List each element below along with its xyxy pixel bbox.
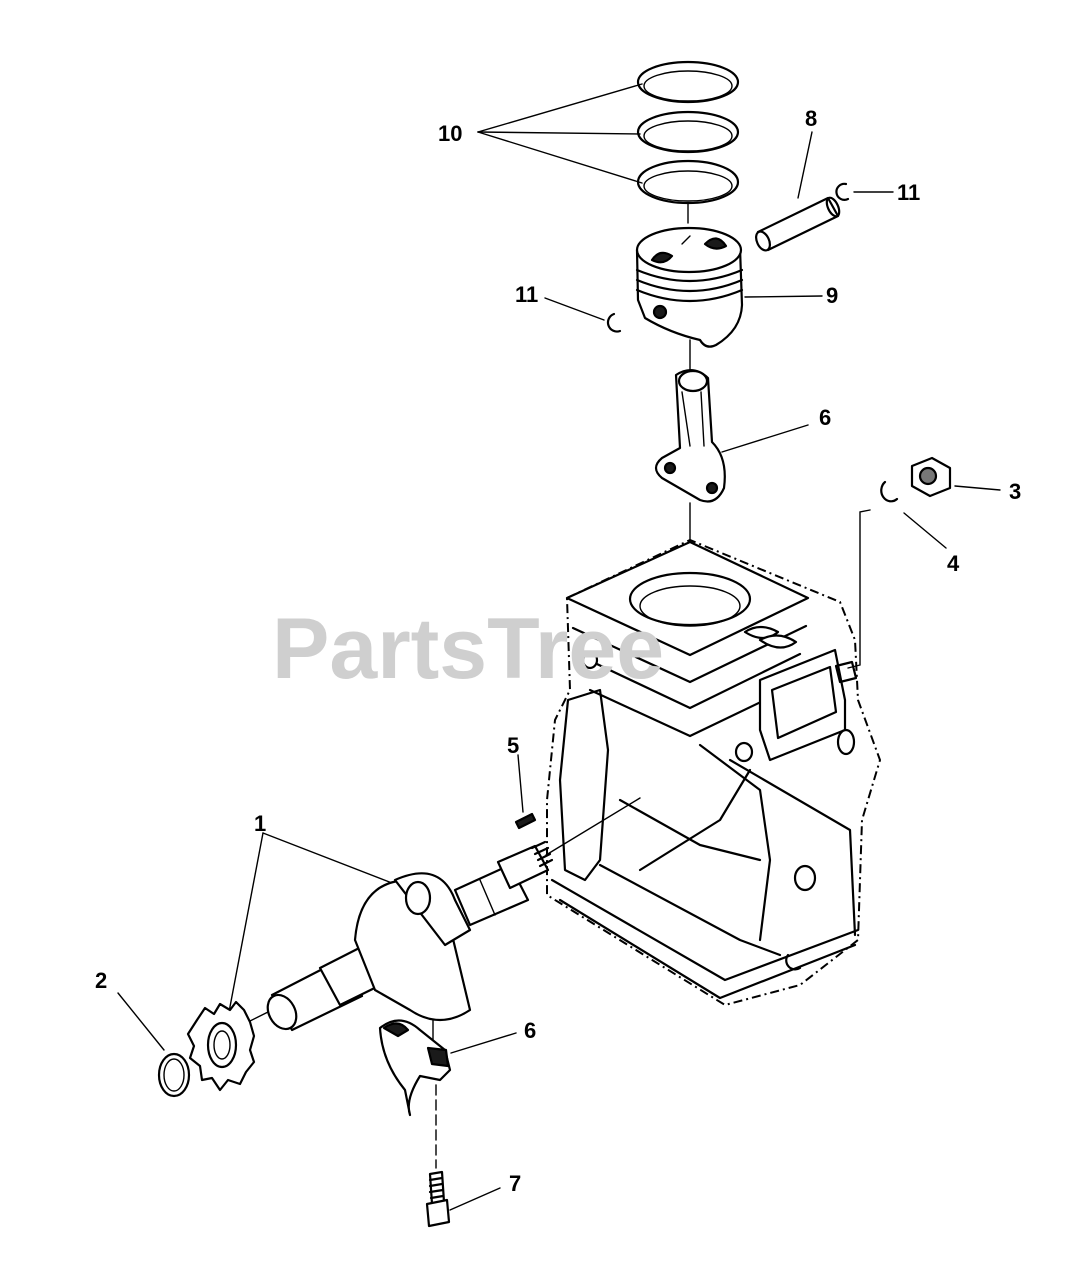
piston-pin xyxy=(755,196,841,252)
watermark: PartsTree xyxy=(272,601,664,697)
label-piston-pin: 8 xyxy=(805,106,817,131)
engine-block xyxy=(546,538,882,1007)
label-connecting-rod-upper: 6 xyxy=(819,405,831,430)
piston xyxy=(635,226,744,348)
assembly-lines xyxy=(231,202,871,1169)
part-labels: 10 8 11 11 9 6 3 4 5 1 2 6 7 xyxy=(95,106,1021,1196)
woodruff-key xyxy=(514,812,537,830)
label-lock-washer: 4 xyxy=(947,551,960,576)
bolt xyxy=(425,1170,451,1228)
pin-clips xyxy=(606,182,850,333)
crankshaft xyxy=(266,840,554,1032)
label-nut: 3 xyxy=(1009,479,1021,504)
label-piston-rings: 10 xyxy=(438,121,462,146)
label-retaining-ring: 2 xyxy=(95,968,107,993)
leader-lines xyxy=(117,83,1001,1211)
label-crankshaft: 1 xyxy=(254,811,266,836)
retaining-ring xyxy=(157,1052,191,1098)
label-pin-clip-left: 11 xyxy=(515,282,538,307)
label-connecting-rod-cap: 6 xyxy=(524,1018,536,1043)
connecting-rod xyxy=(654,369,726,503)
timing-gear xyxy=(186,1000,256,1092)
label-piston: 9 xyxy=(826,283,838,308)
piston-rings xyxy=(636,60,740,205)
connecting-rod-cap xyxy=(378,1019,452,1117)
label-pin-clip-right: 11 xyxy=(897,180,920,205)
nut-and-washer xyxy=(880,456,952,503)
label-key: 5 xyxy=(507,733,519,758)
label-bolt: 7 xyxy=(509,1171,521,1196)
